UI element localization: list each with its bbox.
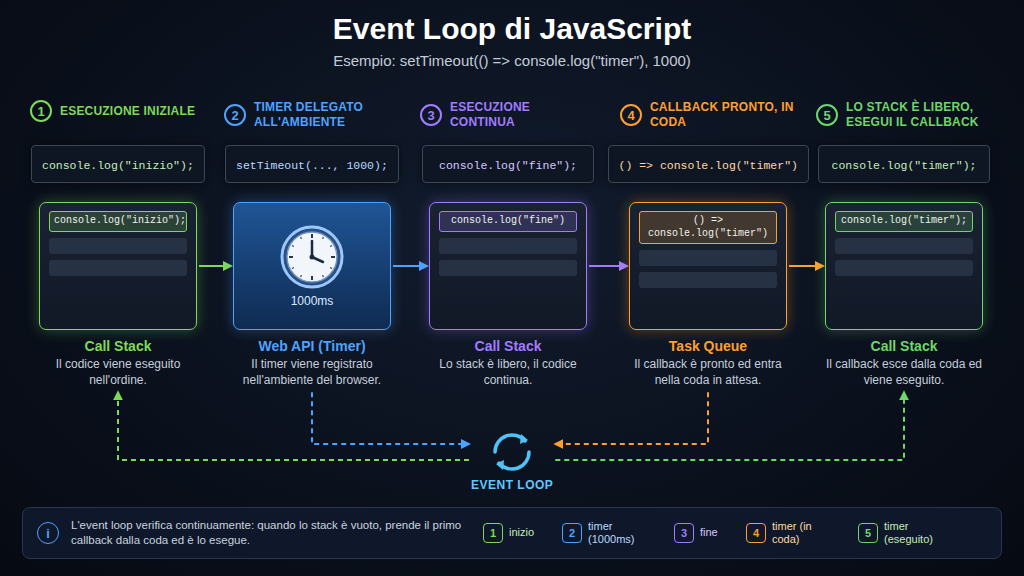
event-loop-connector: [312, 392, 469, 444]
panel-title: Call Stack: [420, 338, 596, 354]
panel-frame: console.log("timer");: [825, 202, 983, 330]
diagram-caption: Esempio: setTimeout(() => console.log("t…: [0, 52, 1024, 69]
event-loop-connector: [555, 392, 708, 444]
code-box: console.log("inizio");: [31, 145, 205, 183]
sequence-step: 3 fine: [674, 523, 718, 543]
flow-arrow: [589, 265, 627, 267]
stack-entry: console.log("timer");: [840, 215, 968, 228]
info-icon: i: [37, 522, 59, 544]
panel-description: Lo stack è libero, il codice continua.: [420, 357, 596, 388]
flow-arrow: [393, 265, 427, 267]
panel-title: Call Stack: [30, 338, 206, 354]
step-header: 3 ESECUZIONE CONTINUA: [420, 100, 596, 130]
empty-slot: [639, 250, 777, 266]
empty-slot: [439, 238, 577, 254]
sequence-number: 3: [674, 523, 694, 543]
sequence-number: 5: [858, 523, 878, 543]
sequence-text: timer (in coda): [772, 520, 830, 546]
step-header: 2 TIMER DELEGATO ALL'AMBIENTE: [224, 100, 400, 130]
panel-frame: console.log("inizio");: [39, 202, 197, 330]
sequence-text: inizio: [509, 526, 534, 539]
clock-illustration: [279, 224, 345, 290]
timer-duration: 1000ms: [291, 294, 334, 308]
stage-panel: console.log("inizio"); Call Stack Il codic…: [30, 202, 206, 388]
flow-arrow: [789, 265, 823, 267]
code-text: console.log("timer");: [832, 159, 977, 172]
step-heading: ESECUZIONE CONTINUA: [450, 100, 596, 130]
stage-panel: 1000msWeb API (Timer) Il timer viene regi…: [224, 202, 400, 388]
loop-label: EVENT LOOP: [471, 478, 553, 492]
stack-entry-box: () => console.log("timer"): [639, 211, 777, 244]
stack-entry-box: console.log("fine"): [439, 211, 577, 232]
stack-entry-box: console.log("timer");: [835, 211, 973, 232]
stack-entry: console.log("fine"): [444, 215, 572, 228]
info-text: L'event loop verifica continuamente: qua…: [71, 518, 466, 548]
stack-entry-box: console.log("inizio");: [49, 211, 187, 232]
event-loop-node: EVENT LOOP: [471, 428, 553, 492]
sequence-step: 2 timer (1000ms): [562, 520, 646, 546]
sequence-number: 2: [562, 523, 582, 543]
event-loop-icon: [487, 428, 537, 476]
code-text: setTimeout(..., 1000);: [236, 159, 388, 172]
stage-panel: console.log("timer"); Call Stack Il callba…: [816, 202, 992, 388]
code-box: setTimeout(..., 1000);: [225, 145, 399, 183]
step-header: 1 ESECUZIONE INIZIALE: [30, 100, 206, 122]
step-heading: CALLBACK PRONTO, IN CODA: [650, 100, 796, 130]
panel-description: Il codice viene eseguito nell'ordine.: [30, 357, 206, 388]
empty-slot: [639, 272, 777, 288]
event-loop-connector: [118, 392, 469, 460]
sequence-step: 1 inizio: [483, 523, 534, 543]
stack-entry: () => console.log("timer"): [644, 215, 772, 240]
sequence-step: 4 timer (in coda): [746, 520, 830, 546]
step-header: 5 LO STACK È LIBERO, ESEGUI IL CALLBACK: [816, 100, 992, 130]
step-number: 2: [224, 104, 246, 126]
event-loop-connector: [555, 392, 904, 460]
empty-slot: [439, 260, 577, 276]
flow-arrow: [199, 265, 231, 267]
panel-frame: 1000ms: [233, 202, 391, 330]
step-heading: LO STACK È LIBERO, ESEGUI IL CALLBACK: [846, 100, 992, 130]
stage-panel: console.log("fine") Call Stack Lo stack è …: [420, 202, 596, 388]
step-heading: TIMER DELEGATO ALL'AMBIENTE: [254, 100, 400, 130]
code-text: () => console.log("timer"): [619, 159, 798, 172]
panel-description: Il callback esce dalla coda ed viene ese…: [816, 357, 992, 388]
diagram-title: Event Loop di JavaScript: [0, 12, 1024, 46]
step-number: 1: [30, 100, 52, 122]
empty-slot: [49, 238, 187, 254]
sequence-number: 4: [746, 523, 766, 543]
stack-entry: console.log("inizio");: [54, 215, 182, 228]
code-box: console.log("timer");: [818, 145, 990, 183]
step-number: 4: [620, 104, 642, 126]
code-box: () => console.log("timer"): [608, 145, 809, 183]
panel-frame: console.log("fine"): [429, 202, 587, 330]
info-bar: i L'event loop verifica continuamente: qu…: [22, 507, 1002, 559]
panel-description: Il callback è pronto ed entra nella coda…: [620, 357, 796, 388]
sequence-step: 5 timer (eseguito): [858, 520, 942, 546]
panel-description: Il timer viene registrato nell'ambiente …: [224, 357, 400, 388]
step-number: 5: [816, 104, 838, 126]
sequence-text: fine: [700, 526, 718, 539]
panel-frame: () => console.log("timer"): [629, 202, 787, 330]
code-text: console.log("fine");: [439, 159, 577, 172]
code-box: console.log("fine");: [422, 145, 594, 183]
panel-title: Web API (Timer): [224, 338, 400, 354]
panel-title: Task Queue: [620, 338, 796, 354]
sequence-text: timer (1000ms): [588, 520, 646, 546]
empty-slot: [49, 260, 187, 276]
step-heading: ESECUZIONE INIZIALE: [60, 104, 195, 119]
sequence-text: timer (eseguito): [884, 520, 942, 546]
step-header: 4 CALLBACK PRONTO, IN CODA: [620, 100, 796, 130]
step-number: 3: [420, 104, 442, 126]
sequence-number: 1: [483, 523, 503, 543]
empty-slot: [835, 260, 973, 276]
code-text: console.log("inizio");: [42, 159, 194, 172]
empty-slot: [835, 238, 973, 254]
stage-panel: () => console.log("timer") Task Queue Il c…: [620, 202, 796, 388]
panel-title: Call Stack: [816, 338, 992, 354]
